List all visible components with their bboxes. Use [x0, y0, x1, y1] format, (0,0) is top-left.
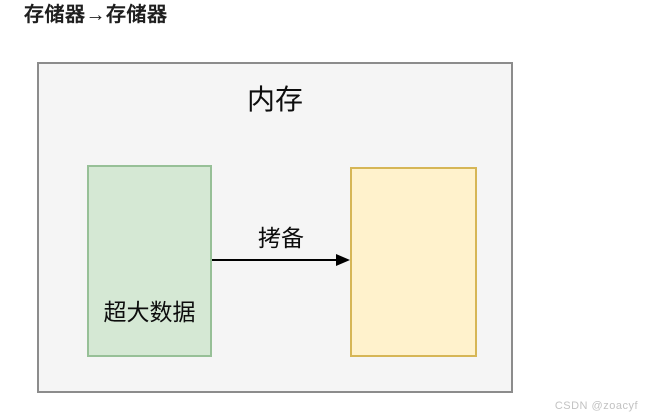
- memory-container-box: 内存 超大数据 拷备: [37, 62, 513, 393]
- right-arrow-icon: [212, 254, 350, 266]
- memory-container-label: 内存: [246, 84, 303, 115]
- target-data-box: [350, 167, 477, 357]
- source-data-label: 超大数据: [103, 299, 196, 325]
- source-data-box: 超大数据: [87, 165, 212, 357]
- page-title: 存储器→存储器: [24, 4, 168, 26]
- copy-arrow-label: 拷备: [258, 225, 304, 251]
- watermark: CSDN @zoacyf: [554, 400, 638, 412]
